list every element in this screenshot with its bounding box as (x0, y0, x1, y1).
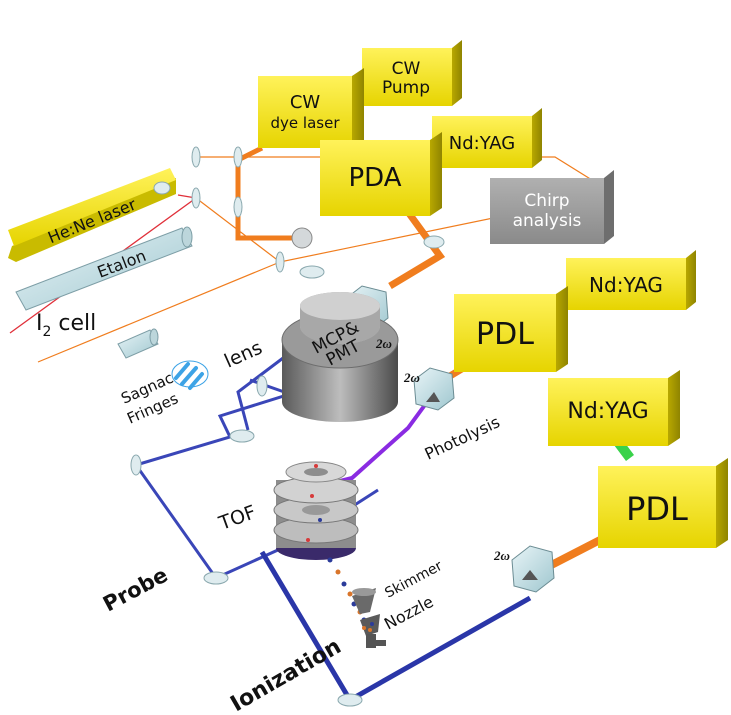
pda-box: PDA (320, 132, 442, 216)
ndyag-top-box: Nd:YAG (432, 108, 542, 168)
mirror-10 (130, 454, 142, 476)
probe-label: Probe (99, 563, 172, 617)
two-omega-label-2: 2ω (403, 370, 420, 385)
two-omega-label-1: 2ω (375, 336, 392, 351)
sagnac-fringes (171, 360, 209, 390)
beam-splitter (291, 227, 313, 249)
ionization-label: Ionization (227, 634, 346, 715)
lens-label: lens (221, 337, 266, 373)
cw-pump-line2: Pump (382, 78, 430, 98)
two-omega-label-3: 2ω (493, 548, 510, 563)
mirror-5 (275, 251, 285, 273)
tof-label: TOF (215, 501, 259, 535)
cw-pump-box: CW Pump (362, 40, 462, 106)
cw-pump-line1: CW (392, 59, 421, 79)
chirp-analysis-box: Chirp analysis (490, 170, 614, 244)
ndyag-low-label: Nd:YAG (567, 399, 648, 424)
skimmer-label: Skimmer (382, 558, 445, 602)
mirror-11 (203, 571, 229, 585)
mirror-7 (299, 265, 325, 279)
mcp-pmt-detector: MCP& PMT (281, 292, 399, 422)
pdl-low-label: PDL (626, 490, 688, 528)
i2-cell-label: I2 cell (36, 311, 96, 340)
cw-dye-laser-box: CW dye laser (258, 68, 364, 148)
cw-dye-line1: CW (290, 92, 321, 113)
cw-dye-line2: dye laser (271, 114, 341, 132)
pdl-mid-label: PDL (476, 317, 534, 352)
ndyag-low-box: Nd:YAG (548, 370, 680, 446)
dye-laser-beam (235, 145, 296, 241)
skimmer (352, 588, 376, 614)
ndyag-mid-box: Nd:YAG (566, 250, 696, 310)
mirror-9 (229, 429, 255, 443)
mirror-8 (256, 375, 268, 397)
mirror-3 (191, 187, 201, 209)
shg-crystal-3 (511, 545, 555, 593)
pda-output-beam (388, 209, 446, 290)
mirror-13 (423, 235, 445, 249)
ndyag-mid-label: Nd:YAG (589, 273, 663, 297)
tof-assembly (273, 461, 359, 560)
chirp-line1: Chirp (524, 191, 569, 211)
pda-label: PDA (348, 163, 401, 193)
i2-cell: I2 cell (36, 311, 159, 359)
pdl-mid-box: PDL (454, 286, 568, 372)
mirror-4 (233, 196, 243, 218)
nozzle (360, 614, 386, 648)
mirrors (130, 146, 445, 707)
i2-beam (37, 261, 281, 363)
photolysis-label: Photolysis (422, 412, 503, 463)
ndyag-top-label: Nd:YAG (449, 133, 516, 154)
mirror-12 (337, 693, 363, 707)
chirp-line2: analysis (513, 211, 582, 231)
shg-crystal-2 (413, 367, 455, 411)
pdl-low-box: PDL (598, 458, 728, 548)
mirror-6 (153, 181, 171, 195)
mirror-1 (191, 146, 201, 168)
mirror-2 (233, 146, 243, 168)
